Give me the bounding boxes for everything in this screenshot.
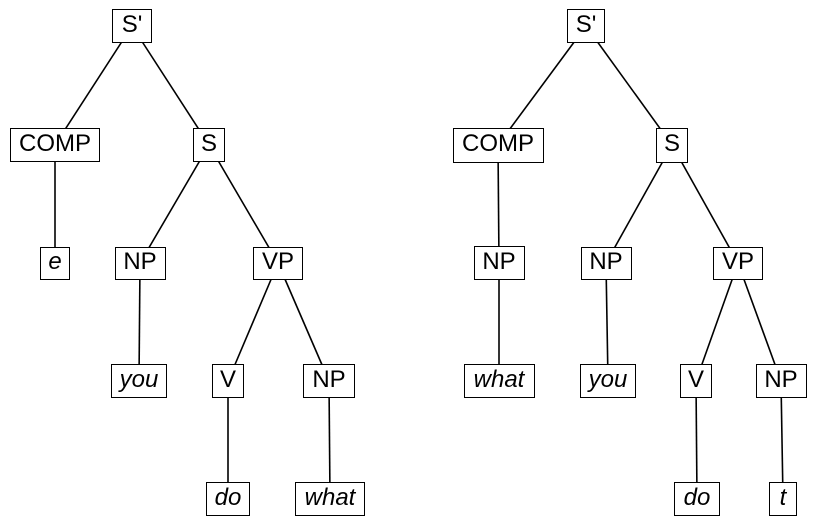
tree-node-left-tree-what: what xyxy=(295,482,365,516)
tree-node-left-tree-np-obj: NP xyxy=(303,364,355,398)
tree-edge-right-tree-vp-v xyxy=(695,262,739,382)
node-label: NP xyxy=(589,248,623,275)
tree-node-left-tree-e: e xyxy=(40,246,70,280)
tree-node-left-tree-v: V xyxy=(212,364,244,398)
node-label: t xyxy=(779,484,787,511)
tree-node-right-tree-comp: COMP xyxy=(452,127,544,163)
tree-edge-right-tree-vp-np-obj xyxy=(737,262,782,382)
node-label: NP xyxy=(123,248,157,275)
tree-node-right-tree-np-subj: NP xyxy=(580,246,632,280)
node-label: what xyxy=(304,484,356,511)
node-label: NP xyxy=(312,366,346,393)
tree-edge-right-tree-s-np-subj xyxy=(605,144,673,264)
tree-edge-left-tree-sbar-s xyxy=(131,25,210,146)
tree-edge-left-tree-vp-v xyxy=(227,262,279,382)
node-label: do xyxy=(683,484,711,511)
node-label: COMP xyxy=(462,130,534,157)
tree-edge-right-tree-s-vp xyxy=(671,144,739,264)
tree-edge-left-tree-np-obj-what xyxy=(328,380,331,500)
tree-edge-left-tree-sbar-comp xyxy=(54,25,133,146)
tree-edge-left-tree-vp-np-obj xyxy=(277,262,330,382)
node-label: VP xyxy=(721,248,754,275)
node-label: what xyxy=(473,366,525,393)
tree-node-right-tree-v: V xyxy=(680,364,712,398)
tree-node-right-tree-vp: VP xyxy=(713,246,763,280)
tree-node-right-tree-you: you xyxy=(580,364,636,398)
node-label: V xyxy=(687,366,704,393)
tree-edge-right-tree-np-obj-t xyxy=(780,380,784,500)
tree-node-right-tree-np-comp: NP xyxy=(473,246,525,280)
tree-edge-left-tree-np-subj-you xyxy=(138,262,141,382)
node-label: you xyxy=(119,366,159,393)
tree-edge-right-tree-comp-np-comp xyxy=(497,144,500,264)
node-label: e xyxy=(48,248,62,275)
node-label: S' xyxy=(121,11,143,38)
tree-edge-right-tree-sbar-comp xyxy=(497,25,587,146)
tree-node-right-tree-what: what xyxy=(463,364,535,398)
node-label: you xyxy=(588,366,628,393)
tree-node-right-tree-do: do xyxy=(674,482,720,516)
tree-node-left-tree-vp: VP xyxy=(253,246,303,280)
node-label: NP xyxy=(482,248,516,275)
tree-node-right-tree-t: t xyxy=(769,482,797,516)
node-label: NP xyxy=(764,366,798,393)
tree-node-left-tree-comp: COMP xyxy=(10,128,100,162)
tree-node-right-tree-s: S xyxy=(656,127,688,163)
node-label: do xyxy=(214,484,242,511)
tree-edge-right-tree-np-subj-you xyxy=(605,262,609,382)
tree-node-left-tree-sbar: S' xyxy=(112,9,152,43)
node-label: COMP xyxy=(19,130,91,157)
tree-edge-right-tree-sbar-s xyxy=(585,25,673,146)
tree-node-right-tree-np-obj: NP xyxy=(755,364,807,398)
tree-edge-right-tree-v-do xyxy=(695,380,698,500)
node-label: S' xyxy=(575,11,597,38)
tree-node-right-tree-sbar: S' xyxy=(567,9,605,43)
node-label: S xyxy=(663,130,680,157)
tree-edge-left-tree-s-np-subj xyxy=(139,144,210,264)
tree-node-left-tree-you: you xyxy=(111,364,167,398)
tree-edge-left-tree-s-vp xyxy=(208,144,279,264)
node-label: S xyxy=(200,130,217,157)
node-label: V xyxy=(219,366,236,393)
tree-node-left-tree-do: do xyxy=(206,482,250,516)
tree-node-left-tree-s: S xyxy=(193,128,225,162)
node-label: VP xyxy=(261,248,294,275)
tree-node-left-tree-np-subj: NP xyxy=(114,246,166,280)
